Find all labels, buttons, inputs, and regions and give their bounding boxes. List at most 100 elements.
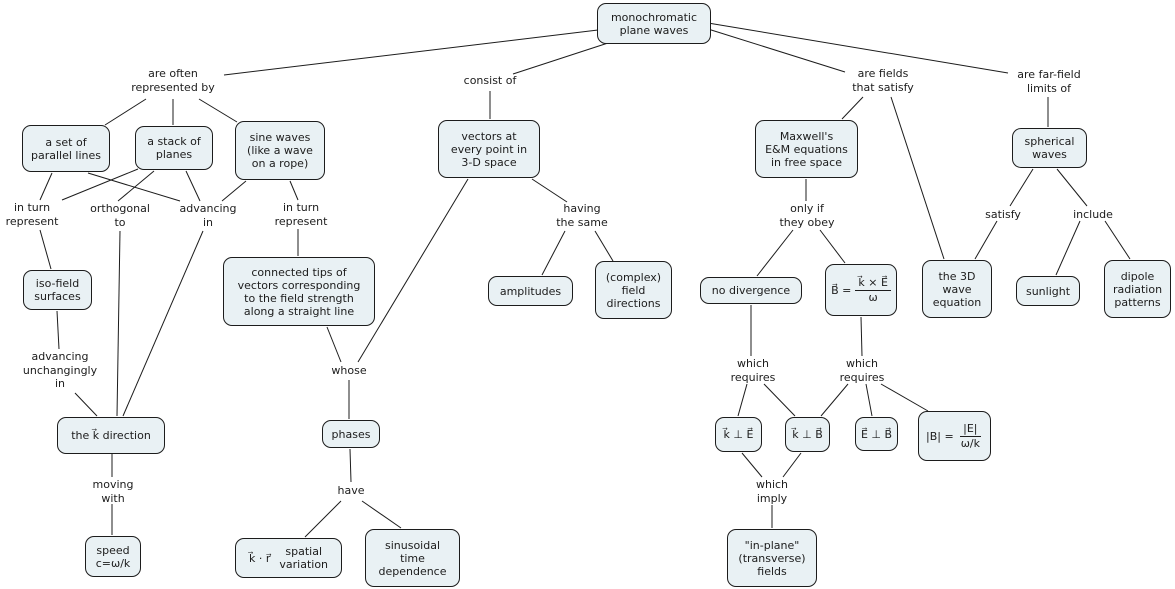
connector-line bbox=[361, 500, 402, 529]
have-linking-phrase[interactable]: have bbox=[338, 484, 365, 498]
which-imply-text-line: imply bbox=[756, 491, 788, 505]
connector-line bbox=[1055, 220, 1081, 276]
having-the-same-text-line: having bbox=[563, 202, 601, 215]
advancing-in-text-line: in bbox=[202, 215, 214, 229]
monochromatic-plane-waves-text-line: plane waves bbox=[619, 23, 689, 37]
vectors-at-every-point-text-line: 3-D space bbox=[461, 155, 517, 169]
the-3d-wave-equation-text-line: equation bbox=[932, 295, 982, 309]
satisfy-linking-phrase[interactable]: satisfy bbox=[985, 208, 1021, 222]
connector-line bbox=[1056, 168, 1088, 207]
whose-linking-phrase[interactable]: whose bbox=[331, 364, 366, 378]
k-perp-e-text-line: k⃗ ⊥ E⃗ bbox=[723, 428, 754, 441]
b-magnitude-equation[interactable]: |B| = |E|ω/k bbox=[918, 411, 991, 461]
whose-text-line: whose bbox=[331, 364, 367, 377]
k-dot-r-spatial-variation-text-line: spatial bbox=[285, 545, 322, 558]
consist-of-linking-phrase[interactable]: consist of bbox=[464, 74, 517, 88]
connector-line bbox=[531, 178, 568, 203]
connector-line bbox=[541, 230, 566, 276]
are-often-represented-by-text-line: are often bbox=[148, 67, 198, 80]
b-magnitude-equation-lhs: |B| = bbox=[926, 429, 954, 443]
dipole-radiation-patterns-text-line: patterns bbox=[1114, 295, 1161, 309]
connector-line bbox=[741, 452, 763, 478]
connector-line bbox=[87, 172, 181, 202]
in-turn-represent-left-text-line: represent bbox=[5, 214, 59, 228]
connector-line bbox=[890, 96, 945, 260]
connected-tips-of-vectors-text-line: vectors corresponding bbox=[237, 278, 361, 292]
connector-line bbox=[104, 98, 147, 126]
connector-line bbox=[61, 168, 139, 201]
connector-line bbox=[974, 220, 998, 260]
k-perp-b[interactable]: k⃗ ⊥ B⃗ bbox=[785, 417, 830, 452]
in-plane-transverse-fields-text-line: fields bbox=[757, 564, 787, 578]
k-perp-e[interactable]: k⃗ ⊥ E⃗ bbox=[715, 417, 762, 452]
connector-line bbox=[117, 170, 155, 202]
connector-line bbox=[198, 98, 238, 123]
no-divergence-text-line: no divergence bbox=[711, 284, 791, 297]
connector-line bbox=[594, 230, 614, 262]
maxwells-equations-text-line: in free space bbox=[771, 155, 842, 169]
connector-line bbox=[223, 29, 599, 76]
sine-waves-text-line: sine waves bbox=[249, 131, 311, 144]
connector-line bbox=[756, 229, 794, 277]
sinusoidal-time-dependence-text-line: time bbox=[400, 551, 425, 565]
the-k-direction-text-line: the k⃗ direction bbox=[71, 429, 151, 442]
consist-of-text-line: consist of bbox=[463, 74, 517, 87]
include-linking-phrase[interactable]: include bbox=[1073, 208, 1113, 222]
connector-line bbox=[841, 96, 864, 120]
connector-line bbox=[349, 448, 352, 483]
in-plane-transverse-fields[interactable]: "in-plane"(transverse)fields bbox=[727, 529, 817, 587]
no-divergence[interactable]: no divergence bbox=[700, 277, 802, 304]
the-k-direction[interactable]: the k⃗ direction bbox=[57, 417, 165, 454]
are-fields-that-satisfy-text-line: are fields bbox=[857, 67, 909, 80]
k-dot-r-spatial-variation-text-line: variation bbox=[279, 558, 329, 571]
sunlight[interactable]: sunlight bbox=[1016, 276, 1080, 306]
e-perp-b[interactable]: E⃗ ⊥ B⃗ bbox=[855, 417, 898, 451]
connector-line bbox=[782, 452, 802, 478]
orthogonal-to-text-line: to bbox=[114, 215, 126, 229]
advancing-unchangingly-in-text-line: in bbox=[54, 377, 66, 390]
connector-line bbox=[707, 22, 1009, 74]
sunlight-text-line: sunlight bbox=[1025, 284, 1071, 298]
a-set-of-parallel-lines-text-line: parallel lines bbox=[30, 148, 101, 162]
maxwells-equations-text-line: E&M equations bbox=[765, 142, 848, 156]
b-cross-product-equation[interactable]: B⃗ =k⃗ × E⃗ω bbox=[825, 264, 897, 316]
phases[interactable]: phases bbox=[322, 420, 380, 448]
amplitudes[interactable]: amplitudes bbox=[488, 276, 573, 306]
connector-line bbox=[860, 316, 863, 357]
b-magnitude-equation-fraction: |E|ω/k bbox=[958, 422, 983, 451]
sinusoidal-time-dependence-text-line: dependence bbox=[378, 564, 447, 578]
connector-line bbox=[737, 383, 748, 417]
connected-tips-of-vectors-text-line: along a straight line bbox=[243, 304, 355, 318]
